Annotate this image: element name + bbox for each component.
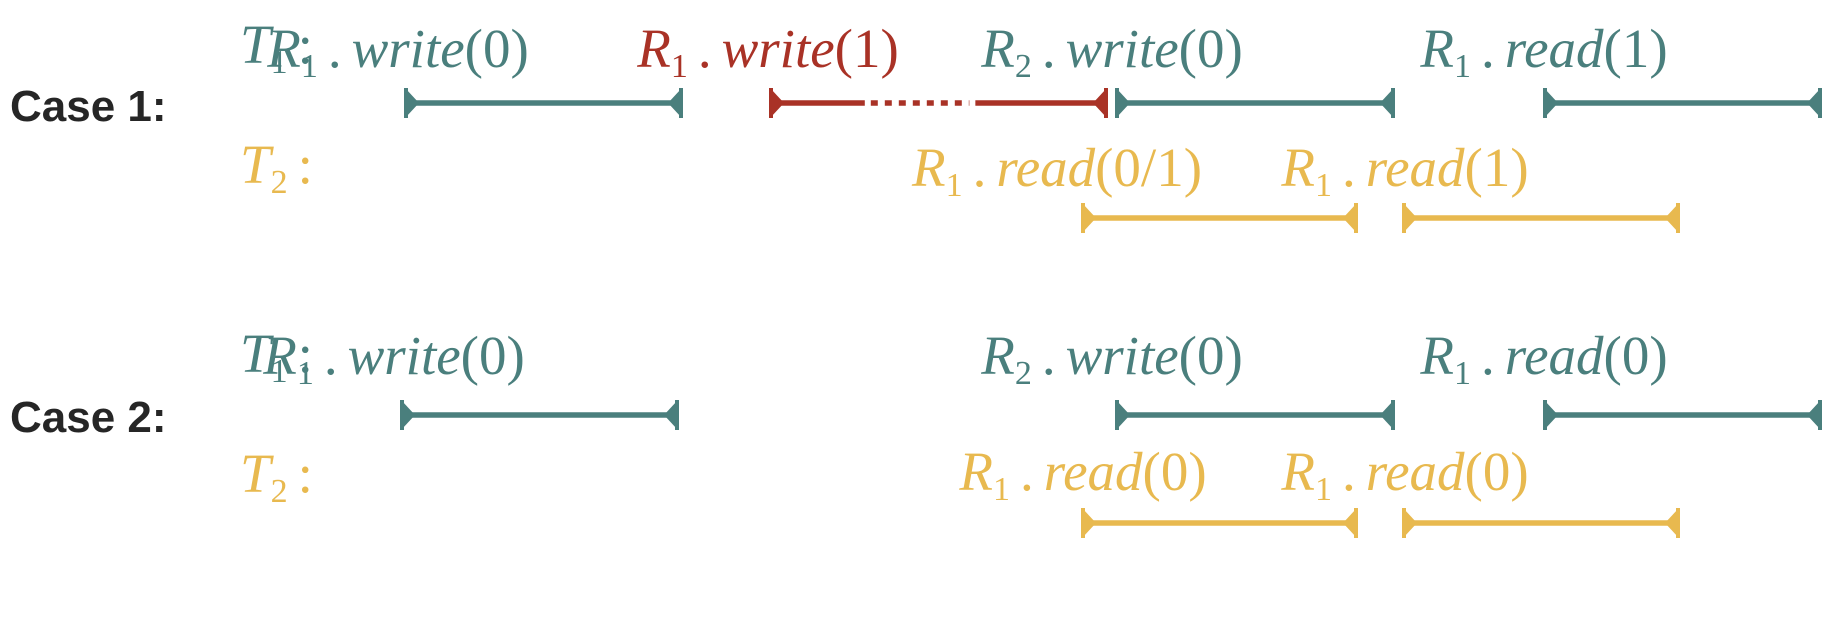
operation-label: R1.write(0) [266, 18, 529, 85]
operation-label: R1.read(1) [1419, 18, 1667, 85]
operation-label: R1.read(0) [1280, 441, 1528, 508]
thread-label: T1: [240, 14, 313, 81]
operation-interval [404, 88, 683, 118]
case-label: Case 2: [10, 393, 167, 442]
failed-operation-interval [769, 88, 1108, 118]
operation-interval [1081, 508, 1358, 538]
operation-interval [1115, 88, 1395, 118]
operation-interval [1081, 203, 1358, 233]
operation-interval [400, 400, 679, 430]
operation-interval [1115, 400, 1395, 430]
operation-interval [1402, 203, 1680, 233]
operation-label: R1.read(0) [1419, 325, 1667, 392]
operation-label: R1.read(0) [958, 441, 1206, 508]
operation-label: R1.read(0/1) [911, 137, 1202, 204]
operation-interval [1543, 88, 1822, 118]
thread-label: T2: [240, 134, 313, 201]
thread-label: T2: [240, 443, 313, 510]
operation-label: R1.read(1) [1280, 137, 1528, 204]
operation-label: R2.write(0) [980, 325, 1243, 392]
operation-label: R1.write(0) [262, 325, 525, 392]
operation-interval [1543, 400, 1822, 430]
operation-label: R2.write(0) [980, 18, 1243, 85]
thread-label: T1: [240, 323, 313, 390]
case-label: Case 1: [10, 82, 167, 131]
operation-interval [1402, 508, 1680, 538]
operation-label: R1.write(1) [636, 18, 899, 85]
